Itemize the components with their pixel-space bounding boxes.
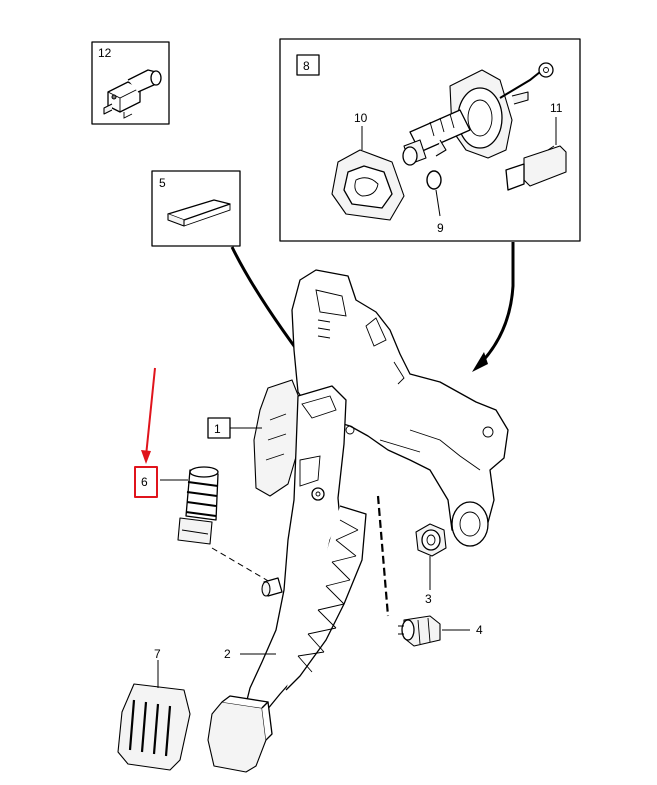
o-ring-9 — [426, 170, 442, 190]
inset-box-12: 12 — [91, 41, 170, 125]
callout-8-box — [296, 54, 320, 76]
callout-4: 4 — [476, 623, 483, 637]
pedal-arm-2 — [243, 385, 367, 717]
callout-1-box — [207, 417, 231, 439]
pedal-pad-cover-7 — [117, 683, 191, 771]
inset-box-8: 8 10 9 — [279, 38, 581, 242]
callout-11: 11 — [550, 101, 563, 115]
callout-12: 12 — [98, 46, 112, 60]
callout-10: 10 — [354, 111, 368, 125]
callout-8: 8 — [303, 59, 310, 73]
pedal-pad — [207, 695, 273, 773]
callout-2: 2 — [224, 647, 231, 661]
red-indicator-arrow — [141, 367, 156, 464]
callout-7: 7 — [154, 647, 161, 661]
clip-11 — [505, 145, 567, 191]
switch-12-drawing — [103, 69, 162, 119]
pivot-pin — [261, 577, 283, 597]
callout-3: 3 — [425, 592, 432, 606]
callout-9: 9 — [437, 221, 444, 235]
bolt-4 — [398, 615, 441, 647]
callout-1: 1 — [214, 422, 221, 436]
callout-5: 5 — [159, 176, 166, 190]
inset-box-5: 5 — [151, 170, 241, 247]
callout-6-highlight-box — [134, 466, 158, 498]
gasket-10 — [331, 149, 405, 221]
callout-6: 6 — [141, 475, 148, 489]
return-spring-6 — [177, 466, 219, 545]
nut-3 — [415, 523, 447, 557]
arrow-inset-8 — [472, 242, 515, 372]
master-cylinder-drawing — [402, 62, 554, 166]
pedal-bracket-1 — [253, 269, 509, 547]
